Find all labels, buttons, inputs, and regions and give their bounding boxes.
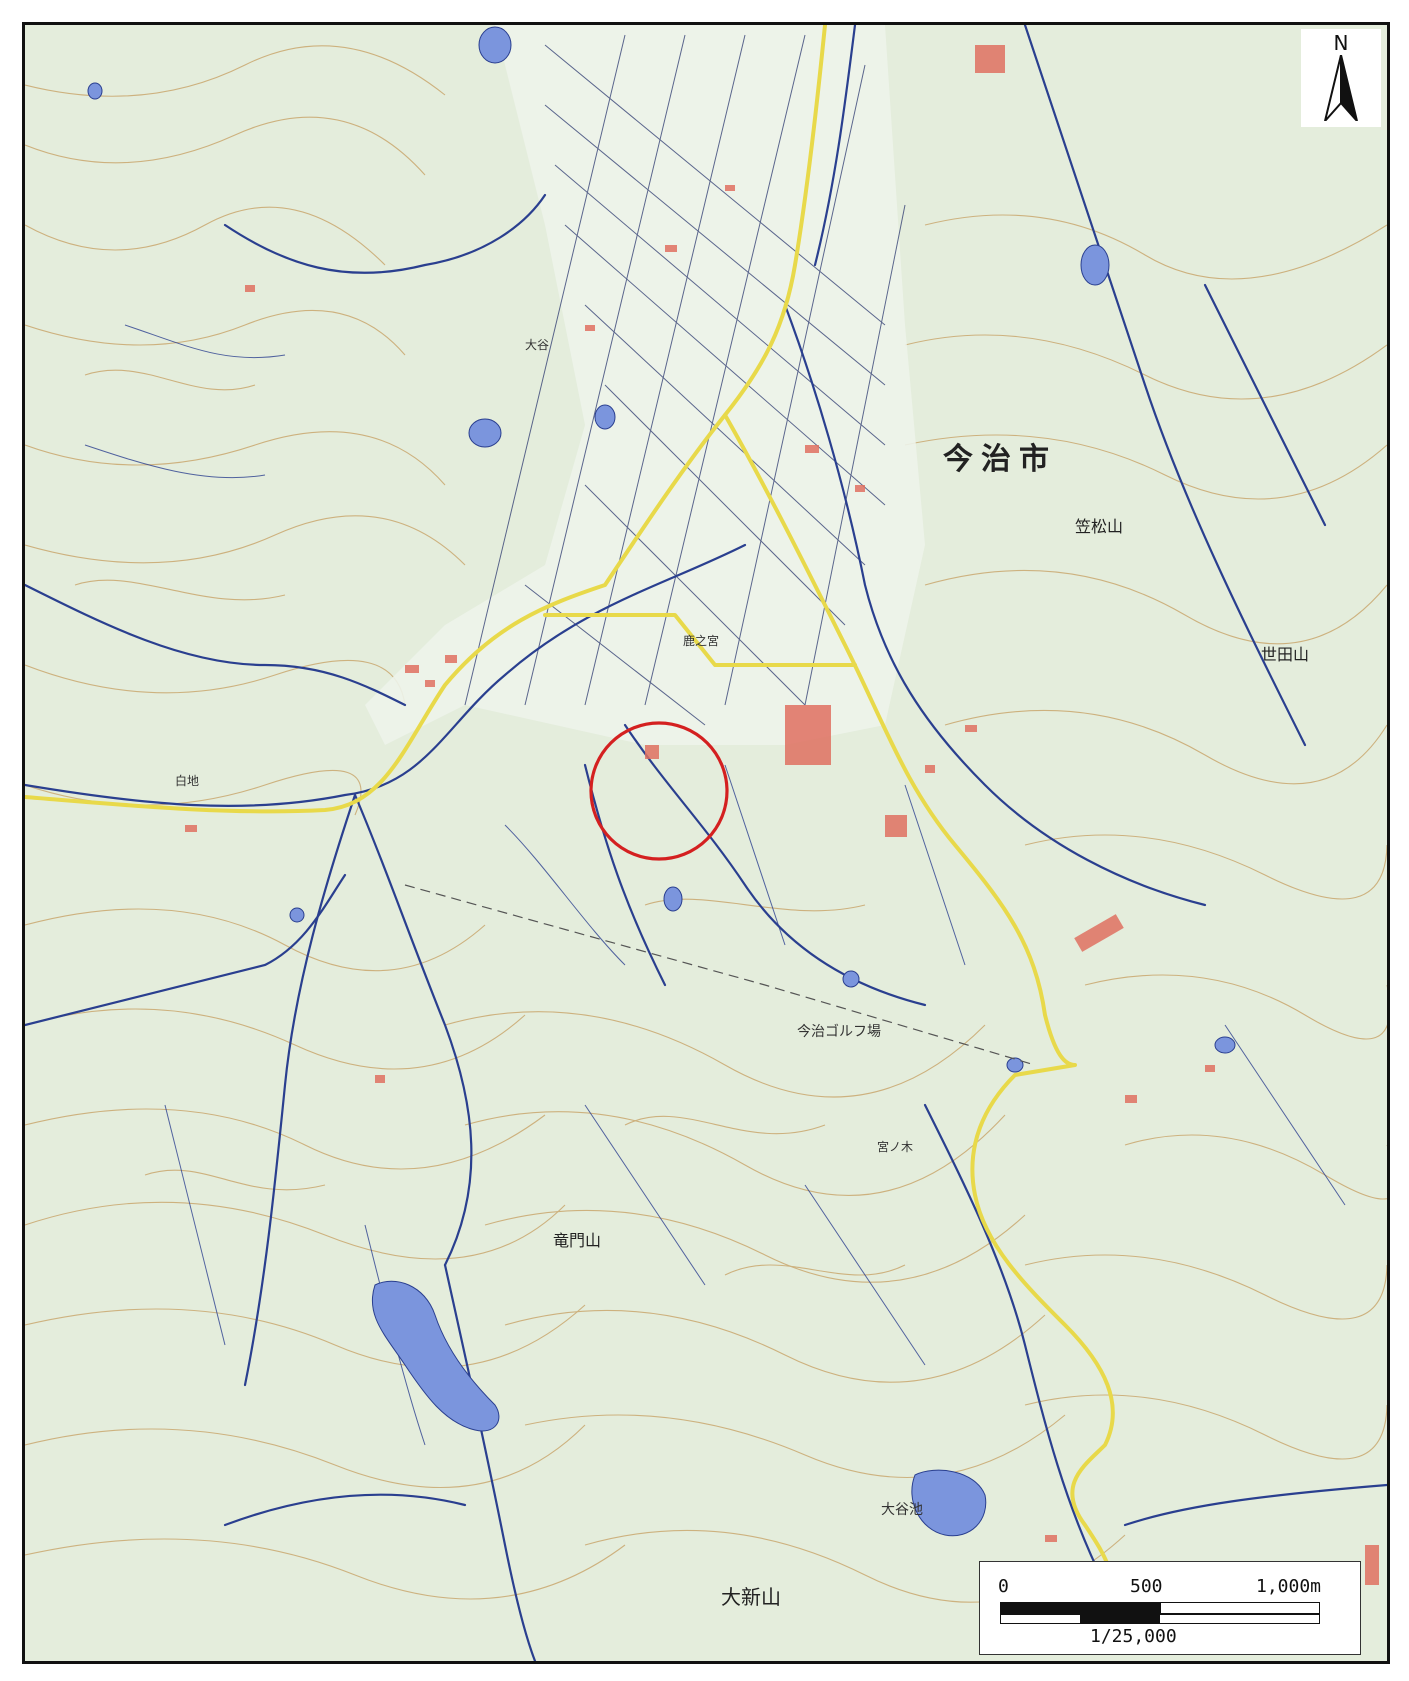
mountain-label-ryumon: 竜門山: [553, 1231, 602, 1250]
lake-ooya: [911, 1469, 987, 1537]
target-area-marker: [589, 721, 729, 861]
scale-mid: 500: [1130, 1576, 1163, 1597]
pond-label: 大谷池: [881, 1502, 923, 1518]
north-arrow-icon: [1324, 55, 1358, 121]
mountain-label-oshin: 大新山: [721, 1585, 781, 1609]
place-label-shikanomiya: 鹿之宮: [683, 634, 720, 648]
field-grid: [464, 34, 906, 726]
map-frame: 今治市 笠松山 世田山 竜門山 大新山 今治ゴルフ場 大谷池 白地 鹿之宮 大谷…: [22, 22, 1390, 1664]
mountain-label-setayama: 世田山: [1261, 645, 1310, 664]
scale-segment-lower: [1000, 1614, 1320, 1624]
mountain-label-kasamatsu: 笠松山: [1075, 517, 1124, 536]
scale-ratio: 1/25,000: [1090, 1626, 1177, 1647]
golf-course-label: 今治ゴルフ場: [797, 1024, 881, 1040]
place-label-miyanoki: 宮ノ木: [877, 1140, 914, 1154]
contour-lines: [25, 45, 1387, 1603]
buildings: [185, 45, 1379, 1613]
scale-segment-1: [1000, 1602, 1160, 1614]
topographic-map[interactable]: [25, 25, 1387, 1661]
scale-segment-lower-fill: [1080, 1614, 1160, 1624]
place-label-ootani: 大谷: [525, 338, 550, 352]
scale-end: 1,000m: [1256, 1576, 1322, 1597]
roads: [25, 25, 1116, 1627]
north-arrow: N: [1301, 29, 1381, 127]
city-label: 今治市: [943, 442, 1057, 477]
scale-zero: 0: [998, 1576, 1009, 1597]
place-label-shiraji: 白地: [175, 774, 200, 788]
scale-bar: 0 500 1,000m 1/25,000: [979, 1561, 1361, 1655]
reservoir: [371, 1280, 500, 1432]
scale-segment-2: [1160, 1602, 1320, 1614]
north-label: N: [1333, 31, 1349, 55]
admin-boundary: [404, 884, 1036, 1066]
